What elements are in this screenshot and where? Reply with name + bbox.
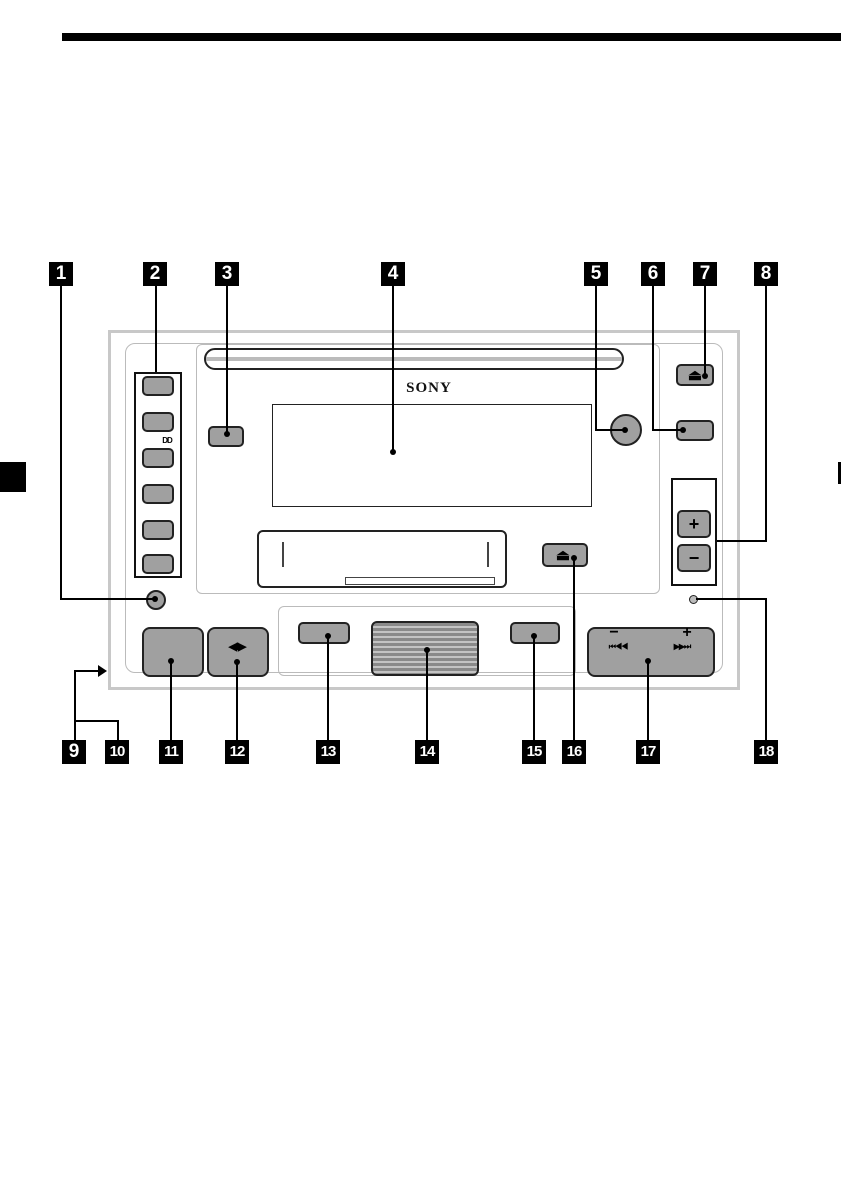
preset-button-6[interactable] [142, 554, 174, 574]
section-tab [0, 462, 26, 492]
leader-5-dot [622, 427, 628, 433]
callout-2: 2 [143, 262, 167, 286]
leader-10-h [74, 720, 118, 722]
leader-6-dot [680, 427, 686, 433]
minus-icon: − [677, 544, 711, 572]
callout-18: 18 [754, 740, 778, 764]
callout-12: 12 [225, 740, 249, 764]
preset-button-2[interactable] [142, 412, 174, 432]
seek-forward-icon: ▶▶⏭ [662, 642, 702, 652]
callout-7: 7 [693, 262, 717, 286]
callout-5: 5 [584, 262, 608, 286]
leader-9-v [74, 671, 76, 741]
source-button[interactable] [142, 627, 204, 677]
callout-1: 1 [49, 262, 73, 286]
callout-14: 14 [415, 740, 439, 764]
leader-16-v [573, 557, 575, 741]
leader-4-v [392, 286, 394, 452]
seek-back-icon: ⏮◀◀ [598, 642, 638, 652]
seek-plus-label: + [677, 624, 697, 642]
callout-6: 6 [641, 262, 665, 286]
leader-14-v [426, 649, 428, 741]
callout-10: 10 [105, 740, 129, 764]
leader-14-dot [424, 647, 430, 653]
leader-3-dot [224, 431, 230, 437]
callout-17: 17 [636, 740, 660, 764]
callout-3: 3 [215, 262, 239, 286]
preset-button-3[interactable] [142, 448, 174, 468]
leader-8-h [717, 540, 767, 542]
cassette-guide-right [487, 542, 489, 567]
leader-11-dot [168, 658, 174, 664]
leader-7-v [704, 286, 706, 376]
leader-5-h [595, 429, 625, 431]
preset-button-4[interactable] [142, 484, 174, 504]
callout-15: 15 [522, 740, 546, 764]
leader-12-v [236, 661, 238, 741]
cd-slot-shadow [206, 357, 622, 361]
top-rule [62, 33, 841, 41]
callout-13: 13 [316, 740, 340, 764]
seek-minus-label: − [604, 624, 624, 642]
brand-logo: SONY [394, 380, 464, 397]
leader-4-dot [390, 449, 396, 455]
leader-17-dot [645, 658, 651, 664]
leader-13-v [327, 635, 329, 741]
leader-6-h [652, 429, 682, 431]
callout-9: 9 [62, 740, 86, 764]
leader-2-v [155, 286, 157, 372]
preset-group-frame [134, 372, 182, 578]
leader-8-v [765, 286, 767, 541]
leader-18-h [696, 598, 767, 600]
leader-6-v [652, 286, 654, 430]
cassette-tab [345, 577, 495, 585]
leader-12-dot [234, 659, 240, 665]
leader-10-v [117, 720, 119, 741]
leader-16-dot [571, 555, 577, 561]
callout-11: 11 [159, 740, 183, 764]
mode-button[interactable] [298, 622, 350, 644]
callout-4: 4 [381, 262, 405, 286]
leader-3-v [226, 286, 228, 434]
leader-1-dot [152, 596, 158, 602]
plus-icon: + [677, 510, 711, 538]
leader-15-v [533, 635, 535, 741]
callout-8: 8 [754, 262, 778, 286]
preset-button-5[interactable] [142, 520, 174, 540]
leader-15-dot [531, 633, 537, 639]
display-window [272, 404, 592, 507]
leader-1-h [60, 598, 154, 600]
preset-button-1[interactable] [142, 376, 174, 396]
cassette-guide-left [282, 542, 284, 567]
leader-7-dot [702, 373, 708, 379]
leader-17-v [647, 660, 649, 741]
leader-13-dot [325, 633, 331, 639]
callout-16: 16 [562, 740, 586, 764]
direction-icon: ◀I▶ [216, 640, 258, 653]
leader-1-v [60, 286, 62, 600]
leader-11-v [170, 660, 172, 741]
leader-5-v [595, 286, 597, 430]
dolby-icon: DD [158, 436, 176, 445]
leader-18-v [765, 598, 767, 741]
arrow-icon [98, 665, 107, 677]
